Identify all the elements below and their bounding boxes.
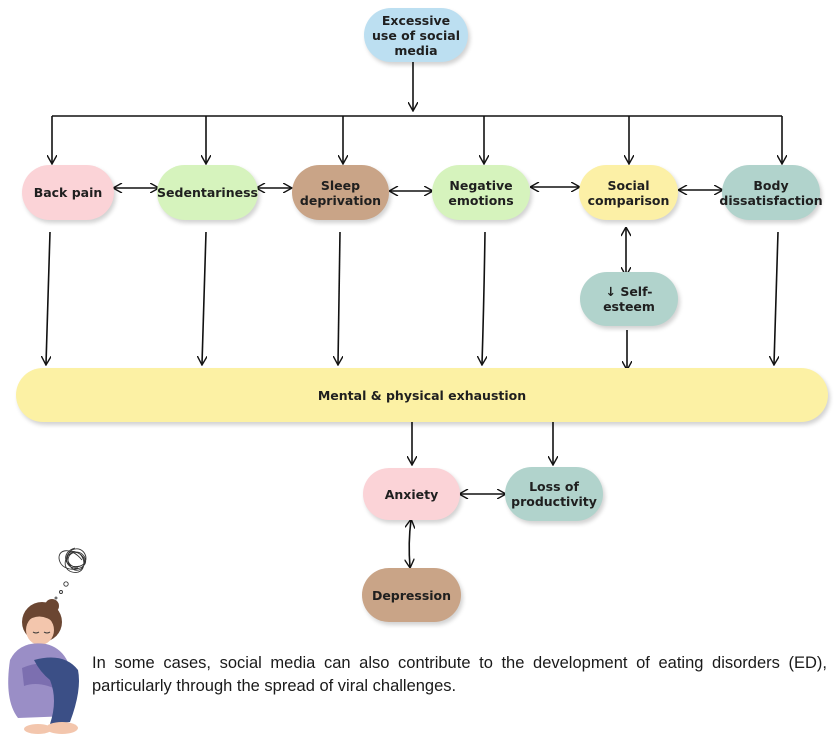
arrow-body-exhaustion xyxy=(774,231,778,364)
node-anxiety: Anxiety xyxy=(363,468,460,520)
node-label: Depression xyxy=(371,587,452,603)
node-label: Body dissatisfaction xyxy=(719,177,823,208)
sad-person-with-scribble-thought-icon xyxy=(8,547,87,734)
node-label: Loss of productivity xyxy=(511,479,597,509)
node-label: Excessive use of social media xyxy=(372,12,460,58)
node-sleep-deprivation: Sleep deprivation xyxy=(292,165,389,220)
node-label: Social comparison xyxy=(587,177,670,208)
node-depression: Depression xyxy=(362,568,461,622)
arrow-anxiety-depression xyxy=(409,520,411,567)
node-back-pain: Back pain xyxy=(22,165,114,220)
node-label: Anxiety xyxy=(384,486,439,502)
arrow-sedentariness-exhaustion xyxy=(202,231,206,364)
node-label: Sedentariness xyxy=(157,185,258,200)
node-negative-emotions: Negative emotions xyxy=(432,165,530,220)
node-label: Sleep deprivation xyxy=(299,177,382,208)
node-sedentariness: Sedentariness xyxy=(157,165,258,220)
node-label: Negative emotions xyxy=(448,177,514,208)
caption-text: In some cases, social media can also con… xyxy=(92,654,827,695)
arrow-negative-exhaustion xyxy=(482,231,485,364)
node-loss-of-productivity: Loss of productivity xyxy=(505,467,603,521)
node-label: Mental & physical exhaustion xyxy=(317,387,527,403)
node-social-comparison: Social comparison xyxy=(579,165,678,220)
node-label: ↓ Self-esteem xyxy=(603,284,655,314)
node-self-esteem: ↓ Self-esteem xyxy=(580,272,678,326)
node-mental-physical-exhaustion: Mental & physical exhaustion xyxy=(16,368,828,422)
arrow-sleep-exhaustion xyxy=(338,231,340,364)
node-body-dissatisfaction: Body dissatisfaction xyxy=(719,165,823,220)
node-label: Back pain xyxy=(33,185,103,200)
node-excessive-social-media: Excessive use of social media xyxy=(364,8,468,62)
arrow-backpain-exhaustion xyxy=(46,231,50,364)
